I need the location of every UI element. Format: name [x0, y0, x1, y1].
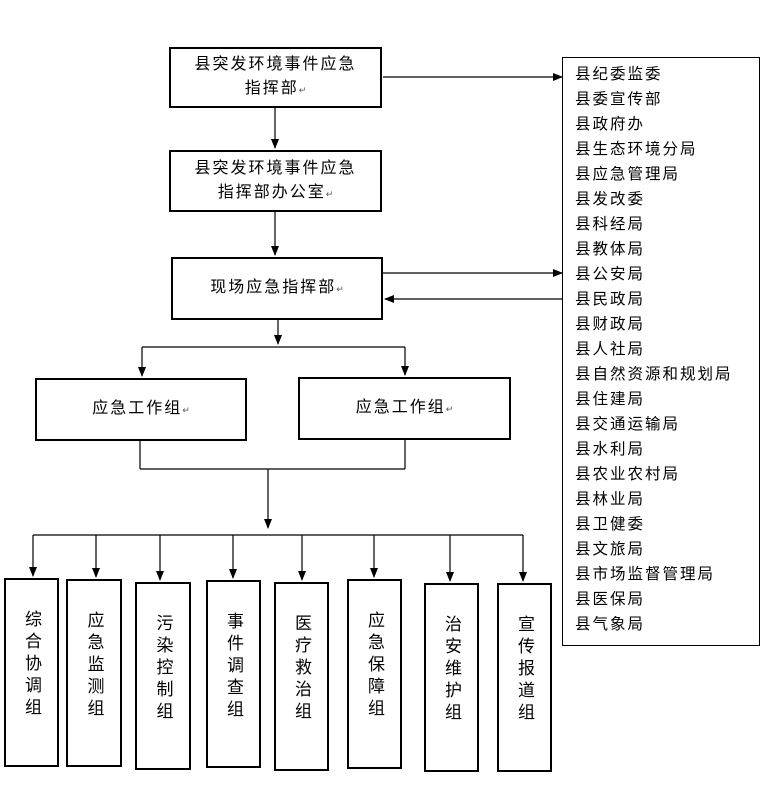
department-item: 县纪委监委 [575, 65, 663, 83]
department-item: 县人社局 [575, 340, 646, 358]
sub-group-box: 综合协调组 [4, 578, 59, 767]
department-item: 县公安局 [575, 265, 646, 283]
sub-group-box: 治安维护组 [424, 583, 479, 772]
sub-group-label: 污染控制组 [152, 614, 173, 724]
department-item: 县林业局 [575, 490, 646, 508]
working-group-label: 应急工作组 [355, 397, 446, 416]
department-item: 县水利局 [575, 440, 646, 458]
department-item: 县生态环境分局 [575, 140, 698, 158]
department-item: 县市场监督管理局 [575, 565, 716, 583]
command-hq-label: 县突发环境事件应急指挥部 [194, 54, 357, 97]
department-item: 县自然资源和规划局 [575, 365, 733, 383]
sub-group-box: 污染控制组 [135, 582, 191, 770]
onsite-hq-box: 现场应急指挥部↵ [171, 257, 383, 320]
department-item: 县委宣传部 [575, 90, 663, 108]
department-item: 县民政局 [575, 290, 646, 308]
department-item: 县气象局 [575, 615, 646, 633]
working-group-box: 应急工作组↵ [35, 378, 247, 441]
working-group-label: 应急工作组 [92, 398, 183, 417]
hq-office-label: 县突发环境事件应急指挥部办公室 [194, 157, 357, 201]
sub-group-box: 医疗救治组 [274, 582, 329, 771]
sub-group-label: 应急保障组 [364, 611, 384, 721]
sub-group-label: 事件调查组 [223, 612, 243, 722]
department-item: 县教体局 [575, 240, 646, 258]
department-item: 县应急管理局 [575, 165, 681, 183]
sub-group-box: 应急保障组 [347, 579, 402, 769]
sub-group-box: 应急监测组 [66, 579, 122, 767]
onsite-hq-label: 现场应急指挥部 [210, 277, 337, 296]
sub-group-box: 事件调查组 [206, 580, 261, 768]
hq-office-box: 县突发环境事件应急指挥部办公室↵ [169, 150, 382, 212]
department-item: 县农业农村局 [575, 465, 681, 483]
department-item: 县交通运输局 [575, 415, 681, 433]
sub-group-box: 宣传报道组 [497, 583, 552, 772]
sub-group-label: 宣传报道组 [514, 615, 534, 725]
sub-group-label: 综合协调组 [21, 610, 41, 720]
department-item: 县发改委 [575, 190, 646, 208]
department-item: 县医保局 [575, 590, 646, 608]
department-item: 县财政局 [575, 315, 646, 333]
department-list: 县纪委监委 县委宣传部 县政府办 县生态环境分局 县应急管理局 县发改委 县科经… [562, 57, 760, 646]
command-hq-box: 县突发环境事件应急指挥部↵ [169, 47, 382, 108]
department-item: 县文旅局 [575, 540, 646, 558]
sub-group-label: 医疗救治组 [291, 614, 311, 724]
department-item: 县卫健委 [575, 515, 646, 533]
sub-group-label: 治安维护组 [441, 615, 461, 725]
department-item: 县住建局 [575, 390, 646, 408]
working-group-box: 应急工作组↵ [298, 377, 511, 440]
department-item: 县科经局 [575, 215, 646, 233]
sub-group-label: 应急监测组 [83, 611, 104, 721]
department-item: 县政府办 [575, 115, 646, 133]
